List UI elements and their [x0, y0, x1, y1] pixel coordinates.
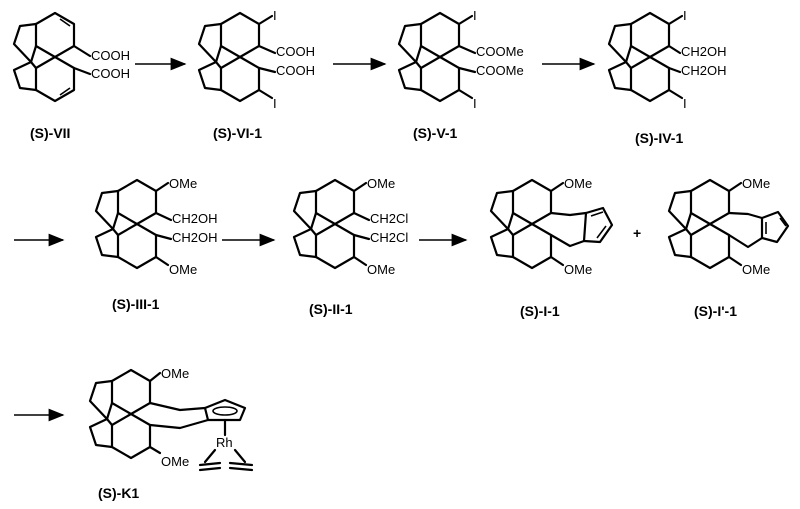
structure-s-k1 [88, 368, 254, 472]
group-top-s-iii-1: CH2OH [172, 211, 218, 226]
compound-s-v-1: I COOMe COOMe I (S)-V-1 [397, 8, 524, 141]
structure-s-vi-1 [197, 11, 277, 103]
substituent-top-s-i-prime-1: OMe [742, 176, 770, 191]
compound-s-ii-1: OMe CH2Cl CH2Cl OMe (S)-II-1 [292, 176, 408, 317]
compound-s-iii-1: OMe CH2OH CH2OH OMe (S)-III-1 [94, 176, 218, 312]
substituent-bottom-s-k1: OMe [161, 454, 189, 469]
substituent-top-s-iv-1: I [683, 8, 687, 23]
group-top-s-ii-1: CH2Cl [370, 211, 408, 226]
substituent-top-s-iii-1: OMe [169, 176, 197, 191]
group-top-s-vi-1: COOH [276, 44, 315, 59]
structure-s-iv-1 [607, 11, 684, 103]
compound-s-vii: COOH COOH (S)-VII [12, 11, 130, 141]
substituent-top-s-k1: OMe [161, 366, 189, 381]
group-bottom-s-v-1: COOMe [476, 63, 524, 78]
plus-sign: + [633, 225, 641, 241]
label-s-k1: (S)-K1 [98, 485, 139, 501]
group-top-s-v-1: COOMe [476, 44, 524, 59]
group-bottom-s-iii-1: CH2OH [172, 230, 218, 245]
compound-s-iv-1: I CH2OH CH2OH I (S)-IV-1 [607, 8, 727, 146]
label-s-ii-1: (S)-II-1 [309, 301, 353, 317]
substituent-bottom-s-v-1: I [473, 96, 477, 111]
metal-rh: Rh [216, 435, 233, 450]
structure-s-v-1 [397, 11, 477, 103]
label-s-i-prime-1: (S)-I'-1 [694, 303, 737, 319]
label-s-vii: (S)-VII [30, 125, 70, 141]
group-bottom-s-vi-1: COOH [276, 63, 315, 78]
group-top-s-vii: COOH [91, 48, 130, 63]
substituent-bottom-s-vi-1: I [273, 96, 277, 111]
group-bottom-s-ii-1: CH2Cl [370, 230, 408, 245]
group-top-s-iv-1: CH2OH [681, 44, 727, 59]
group-bottom-s-vii: COOH [91, 66, 130, 81]
substituent-top-s-vi-1: I [273, 8, 277, 23]
structure-s-i-1 [489, 178, 614, 270]
label-s-iii-1: (S)-III-1 [112, 296, 160, 312]
group-bottom-s-iv-1: CH2OH [681, 63, 727, 78]
compound-s-vi-1: I COOH COOH I (S)-VI-1 [197, 8, 315, 141]
compound-s-i-1: OMe OMe (S)-I-1 [489, 176, 614, 319]
structure-s-i-prime-1 [667, 178, 790, 270]
label-s-i-1: (S)-I-1 [520, 303, 560, 319]
structure-s-ii-1 [292, 178, 371, 270]
substituent-bottom-s-iv-1: I [683, 96, 687, 111]
structure-s-vii [12, 11, 92, 103]
substituent-bottom-s-i-prime-1: OMe [742, 262, 770, 277]
substituent-bottom-s-iii-1: OMe [169, 262, 197, 277]
substituent-bottom-s-i-1: OMe [564, 262, 592, 277]
compound-s-k1: OMe OMe Rh (S)-K1 [88, 366, 254, 501]
substituent-top-s-i-1: OMe [564, 176, 592, 191]
compound-s-i-prime-1: OMe OMe (S)-I'-1 [667, 176, 790, 319]
label-s-iv-1: (S)-IV-1 [635, 130, 683, 146]
structure-s-iii-1 [94, 178, 173, 270]
substituent-bottom-s-ii-1: OMe [367, 262, 395, 277]
label-s-v-1: (S)-V-1 [413, 125, 458, 141]
label-s-vi-1: (S)-VI-1 [213, 125, 262, 141]
substituent-top-s-ii-1: OMe [367, 176, 395, 191]
substituent-top-s-v-1: I [473, 8, 477, 23]
